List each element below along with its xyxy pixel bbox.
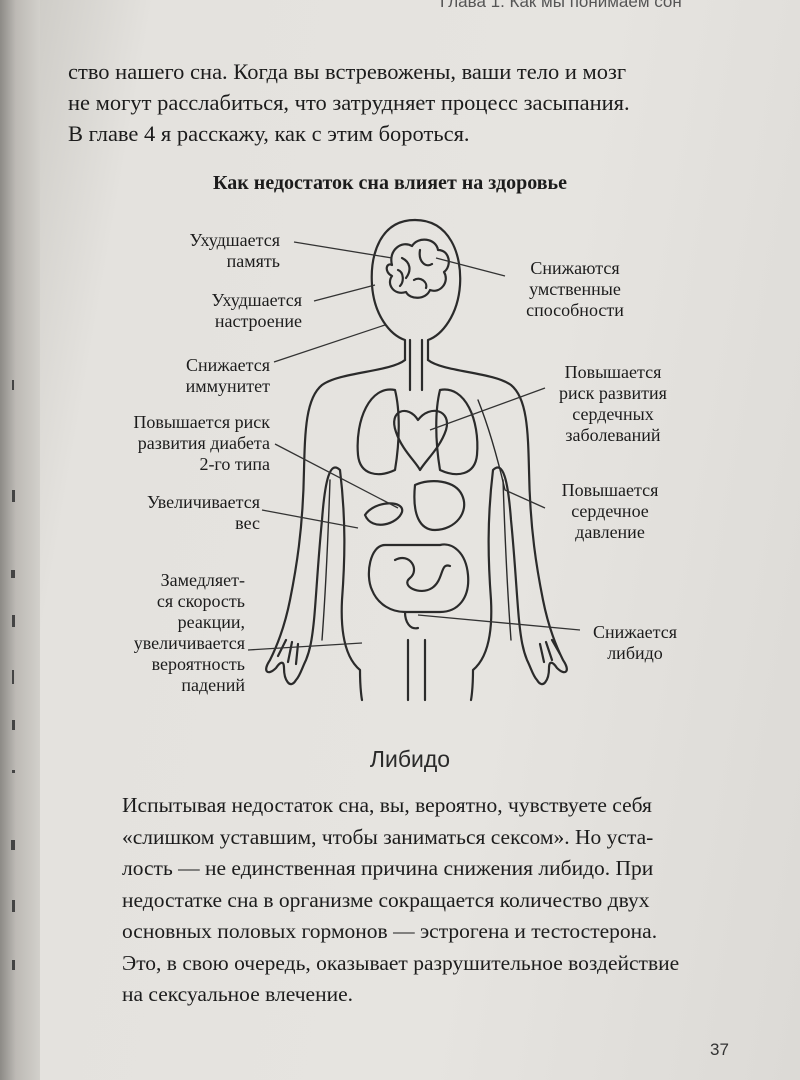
label-mental: Снижаются умственные способности: [526, 258, 624, 320]
text-line: недостатке сна в организме сокращается к…: [122, 887, 650, 912]
top-paragraph: ство нашего сна. Когда вы встревожены, в…: [68, 56, 708, 149]
text-line: на сексуальное влечение.: [122, 982, 353, 1006]
section-heading: Либидо: [369, 746, 451, 772]
text-line: ство нашего сна. Когда вы встревожены, в…: [68, 59, 627, 84]
text-line: основных половых гормонов — эстрогена и …: [122, 919, 658, 943]
stomach: [413, 480, 466, 532]
label-diabetes: Повышается риск развития диабета 2-го ти…: [133, 412, 270, 474]
intestines: [367, 543, 470, 614]
label-mood: Ухудшается настроение: [211, 290, 302, 331]
text-line: В главе 4 я расскажу, как с этим боротьс…: [68, 121, 470, 146]
body-outline: [265, 358, 407, 702]
label-libido: Снижается либидо: [592, 622, 678, 663]
heart-icon: [393, 409, 449, 472]
text-line: Испытывая недостаток сна, вы, вероятно, …: [122, 793, 652, 817]
label-pressure: Повышается сердечное давление: [561, 480, 659, 542]
label-reaction: Замедляет- ся скорость реакции, увеличив…: [133, 570, 245, 695]
text-line: «слишком уставшим, чтобы заниматься секс…: [122, 824, 654, 849]
label-immunity: Снижается иммунитет: [185, 355, 270, 396]
page-number: 37: [710, 1040, 729, 1059]
text-line: не могут расслабиться, что затрудняет пр…: [68, 90, 630, 115]
text-line: Это, в свою очередь, оказывает разрушите…: [122, 950, 680, 975]
label-memory: Ухудшается память: [189, 230, 280, 271]
facing-page-edge: [0, 0, 40, 1080]
head-outline: [370, 218, 417, 362]
left-lung: [356, 388, 400, 476]
body-paragraph: Испытывая недостаток сна, вы, вероятно, …: [122, 790, 722, 1011]
figure-title: Как недостаток сна влияет на здоровье: [213, 172, 567, 194]
text-line: лость — не единственная причина снижения…: [122, 856, 654, 880]
pancreas: [363, 502, 404, 526]
label-weight: Увеличивается вес: [147, 492, 260, 533]
book-page: [40, 0, 800, 1080]
running-head: Глава 1. Как мы понимаем сон: [440, 0, 682, 11]
right-lung: [435, 388, 479, 476]
facing-page-text-fragments: [11, 380, 15, 970]
label-heart: Повышается риск развития сердечных забол…: [559, 362, 667, 445]
brain-icon: [385, 238, 450, 299]
